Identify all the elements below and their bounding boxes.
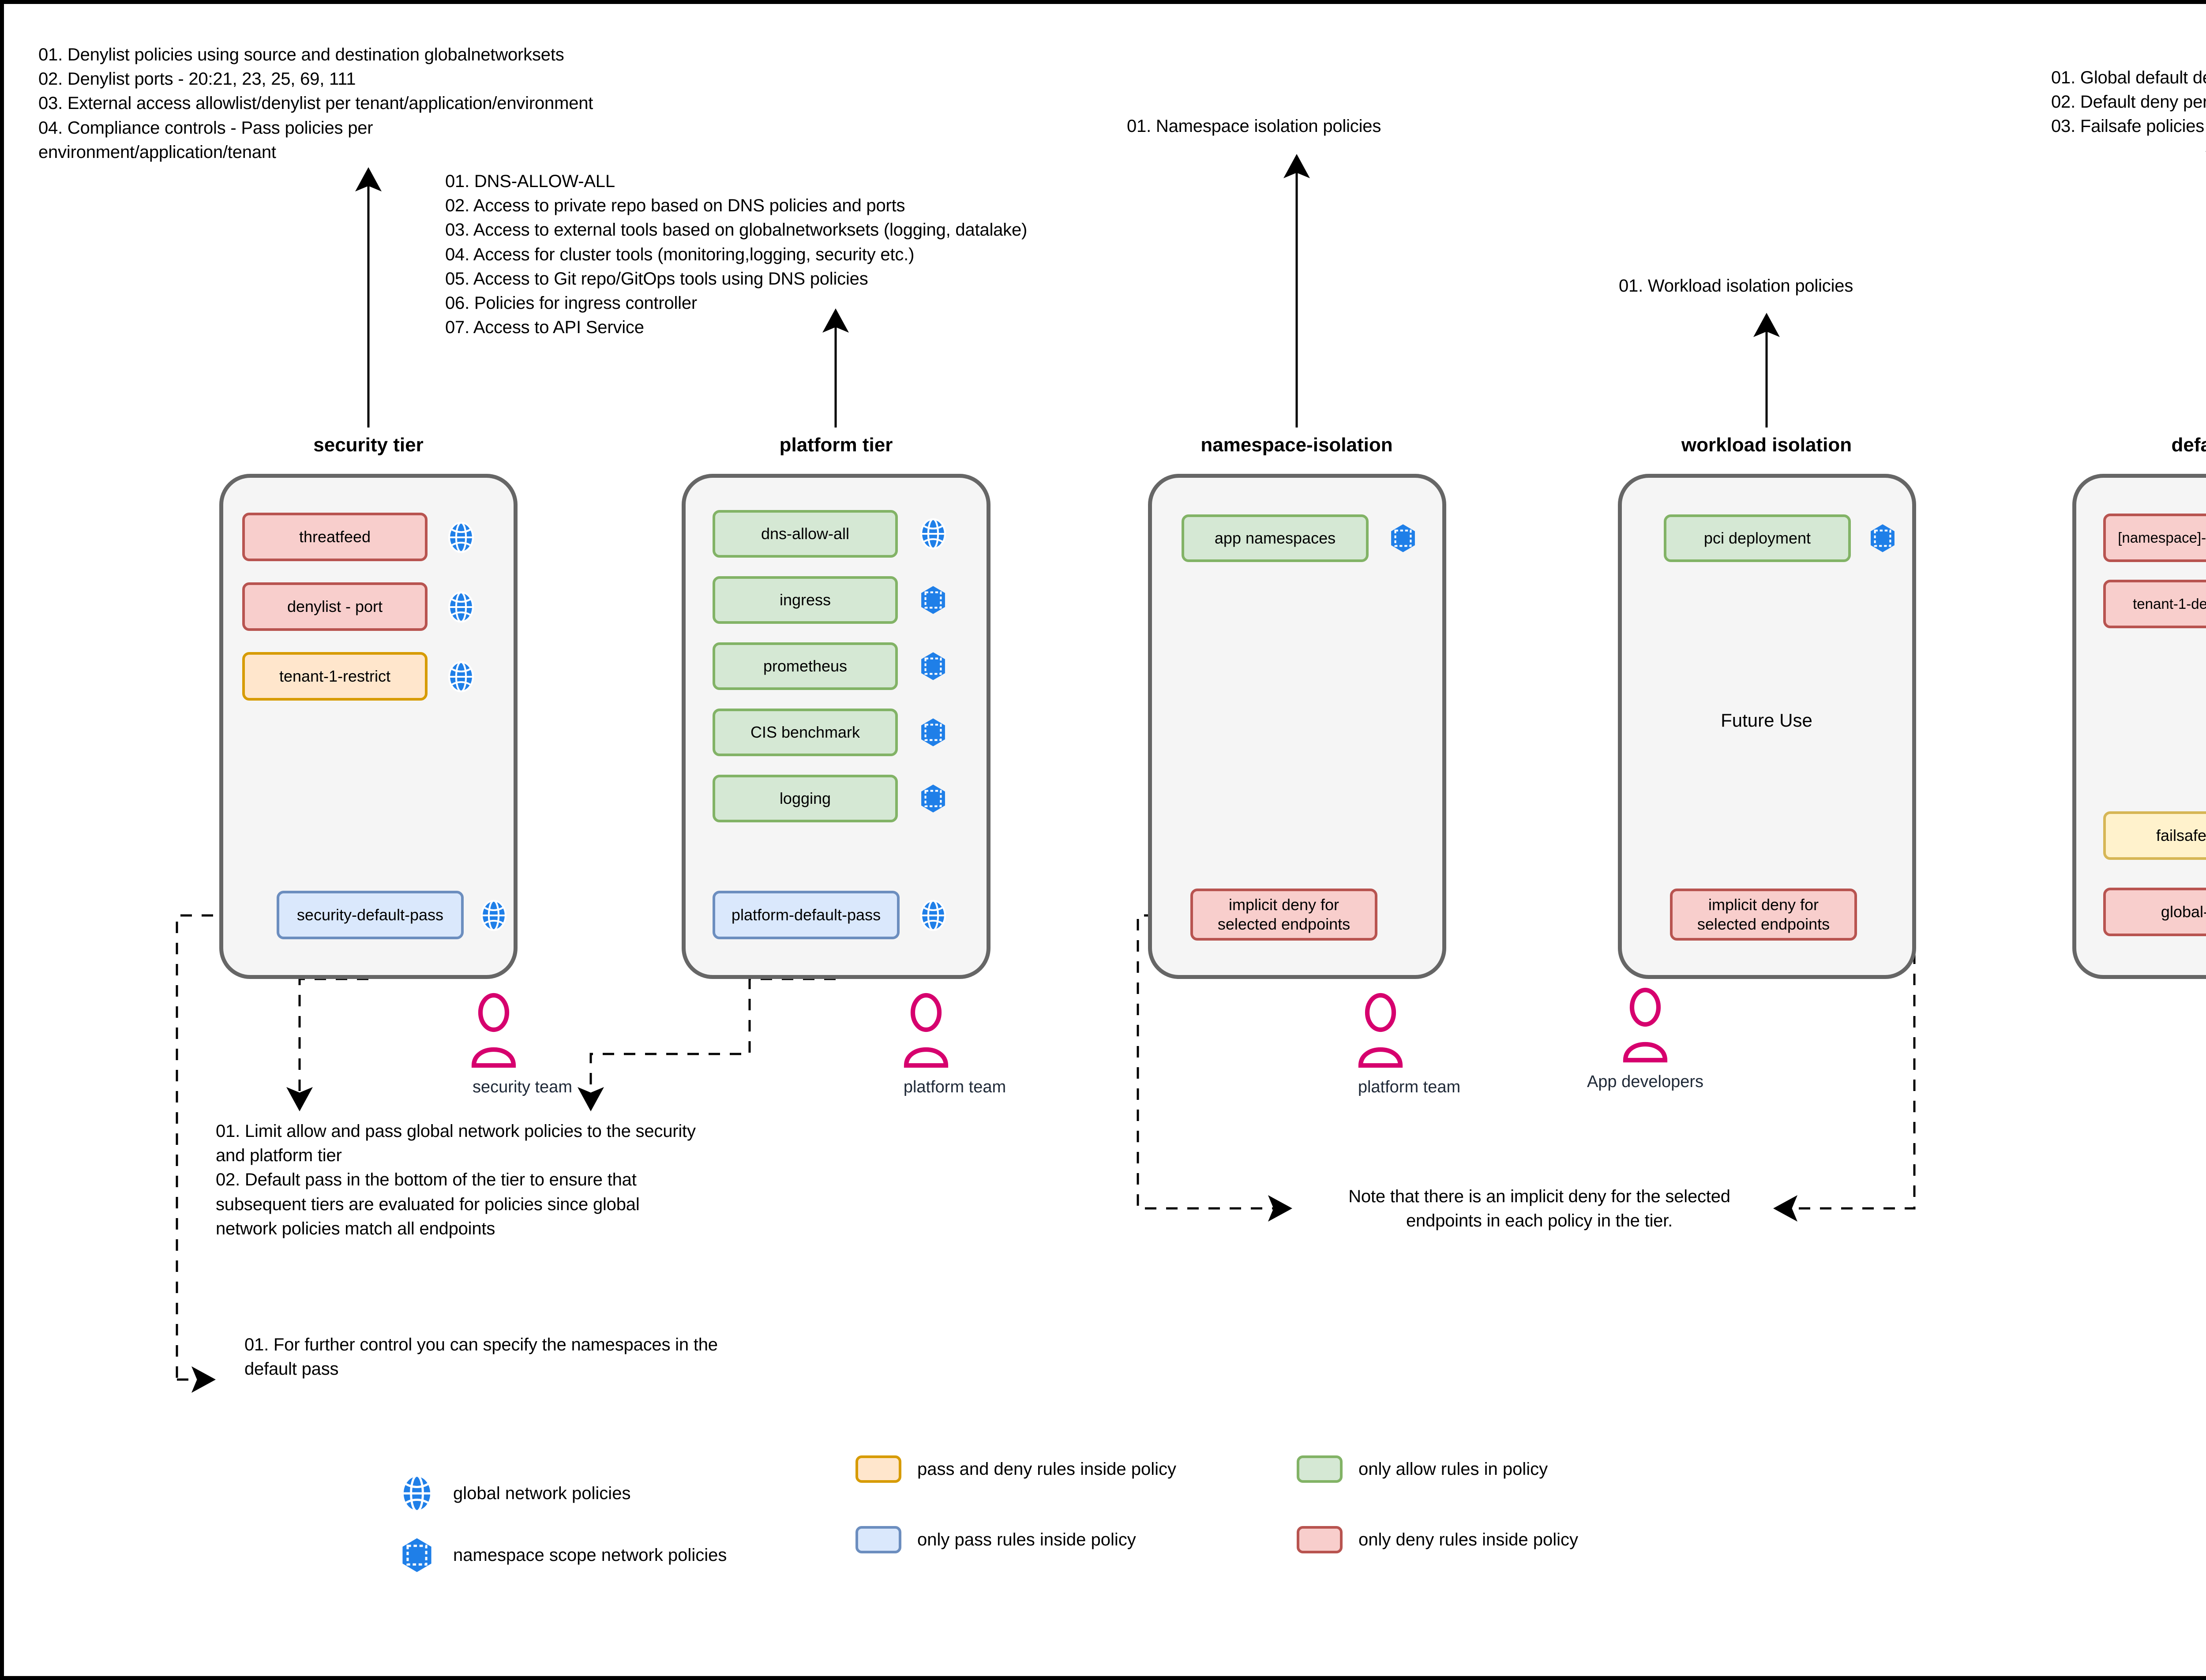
actor-label-app-developers: App developers — [1587, 1072, 1704, 1091]
actor-label-platform-team: platform team — [903, 1078, 1006, 1096]
legend-label-global-network-policies: global network policies — [453, 1483, 631, 1503]
global-network-policy-icon — [444, 521, 478, 554]
tier-column-namespace-isolation: namespace-isolation app namespaces impli… — [1127, 434, 1467, 979]
default-tier-notes: 01. Global default deny 02. Default deny… — [2051, 68, 2206, 136]
actor-app-developers: App developers — [1579, 986, 1711, 1091]
tier-column-default: default tier [namespace]-default-deny te… — [2051, 434, 2206, 979]
actor-platform-team: platform team — [900, 991, 1010, 1096]
wire-security-to-note — [286, 978, 368, 1111]
tier-column-workload-isolation: workload isolation pci deployment Future… — [1597, 434, 1936, 979]
person-icon — [471, 993, 516, 1068]
implicit-deny-note: Note that there is an implicit deny for … — [1348, 1187, 1730, 1231]
legend-swatch-only-allow — [1297, 1455, 1343, 1483]
legend-item-only-allow: only allow rules in policy — [1297, 1455, 1548, 1483]
actor-label-security-team: security team — [473, 1078, 572, 1096]
policy-dns-allow-all[interactable]: dns-allow-all — [713, 510, 898, 558]
namespace-scope-policy-icon — [916, 782, 950, 815]
policy-implicit-deny-namespace[interactable]: implicit deny for selected endpoints — [1190, 889, 1377, 941]
policy-security-default-pass[interactable]: security-default-pass — [277, 891, 464, 939]
legend-label-only-pass: only pass rules inside policy — [917, 1530, 1136, 1549]
tier-column-platform: platform tier dns-allow-all ingress prom… — [678, 434, 994, 979]
legend-swatch-pass-and-deny — [855, 1455, 901, 1483]
policy-failsafe-allow[interactable]: failsafe-allow — [2103, 811, 2206, 860]
tier-title-security: security tier — [313, 434, 424, 456]
global-network-policy-icon — [916, 899, 950, 932]
person-icon — [1623, 987, 1668, 1063]
tier-column-security: security tier threatfeed denylist - port… — [216, 434, 521, 979]
actor-platform-team-namespace: platform team — [1354, 991, 1464, 1096]
security-tier-notes: 01. Denylist policies using source and d… — [38, 45, 593, 162]
policy-app-namespaces[interactable]: app namespaces — [1182, 514, 1369, 562]
person-icon — [904, 993, 949, 1068]
legend-item-only-deny: only deny rules inside policy — [1297, 1526, 1578, 1553]
legend-item-pass-and-deny: pass and deny rules inside policy — [855, 1455, 1176, 1483]
policy-denylist-port[interactable]: denylist - port — [242, 582, 428, 631]
bottom-left-notes: 01. Limit allow and pass global network … — [216, 1121, 696, 1238]
tier-title-workload-isolation: workload isolation — [1681, 434, 1852, 456]
namespace-scope-policy-icon — [1386, 521, 1420, 555]
policy-implicit-deny-workload[interactable]: implicit deny for selected endpoints — [1670, 889, 1857, 941]
policy-tenant-1-default-deny[interactable]: tenant-1-default-deny — [2103, 580, 2206, 628]
actor-label-platform-team-namespace: platform team — [1358, 1078, 1461, 1096]
person-icon — [1358, 993, 1403, 1068]
actor-security-team: security team — [467, 991, 578, 1096]
tier-title-platform: platform tier — [779, 434, 893, 456]
legend-label-only-allow: only allow rules in policy — [1358, 1459, 1548, 1479]
policy-global-deny[interactable]: global-deny — [2103, 888, 2206, 936]
global-network-policy-icon — [477, 899, 510, 932]
namespace-scope-policy-icon — [397, 1535, 437, 1575]
legend-swatch-only-deny — [1297, 1526, 1343, 1553]
global-network-policy-icon — [397, 1473, 437, 1514]
policy-platform-default-pass[interactable]: platform-default-pass — [713, 891, 900, 939]
global-network-policy-icon — [916, 517, 950, 551]
namespace-scope-policy-icon — [916, 583, 950, 617]
workload-isolation-note: 01. Workload isolation policies — [1619, 276, 1853, 296]
platform-tier-notes: 01. DNS-ALLOW-ALL 02. Access to private … — [445, 172, 1028, 338]
global-network-policy-icon — [444, 590, 478, 624]
policy-pci-deployment[interactable]: pci deployment — [1664, 514, 1851, 562]
default-pass-note: 01. For further control you can specify … — [244, 1335, 718, 1379]
policy-threatfeed[interactable]: threatfeed — [242, 513, 428, 561]
policy-prometheus[interactable]: prometheus — [713, 642, 898, 690]
namespace-scope-policy-icon — [916, 716, 950, 749]
legend-item-only-pass: only pass rules inside policy — [855, 1526, 1136, 1553]
legend-item-global-network-policies: global network policies — [397, 1473, 630, 1514]
wire-platform-to-note — [578, 978, 836, 1111]
legend-label-only-deny: only deny rules inside policy — [1358, 1530, 1579, 1549]
future-use-label: Future Use — [1721, 710, 1812, 731]
policy-namespace-default-deny[interactable]: [namespace]-default-deny — [2103, 514, 2206, 562]
namespace-isolation-note: 01. Namespace isolation policies — [1127, 116, 1381, 136]
tier-title-namespace-isolation: namespace-isolation — [1201, 434, 1393, 456]
policy-logging[interactable]: logging — [713, 775, 898, 822]
policy-tenant-1-restrict[interactable]: tenant-1-restrict — [242, 652, 428, 701]
legend-label-pass-and-deny: pass and deny rules inside policy — [917, 1459, 1177, 1479]
legend-swatch-only-pass — [855, 1526, 901, 1553]
legend-item-namespace-scope-policies: namespace scope network policies — [397, 1535, 727, 1575]
policy-ingress[interactable]: ingress — [713, 576, 898, 624]
global-network-policy-icon — [444, 660, 478, 694]
policy-cis-benchmark[interactable]: CIS benchmark — [713, 709, 898, 756]
tier-title-default: default tier — [2171, 434, 2206, 456]
namespace-scope-policy-icon — [916, 649, 950, 683]
namespace-scope-policy-icon — [1866, 521, 1899, 555]
legend-label-namespace-scope-policies: namespace scope network policies — [453, 1545, 727, 1565]
